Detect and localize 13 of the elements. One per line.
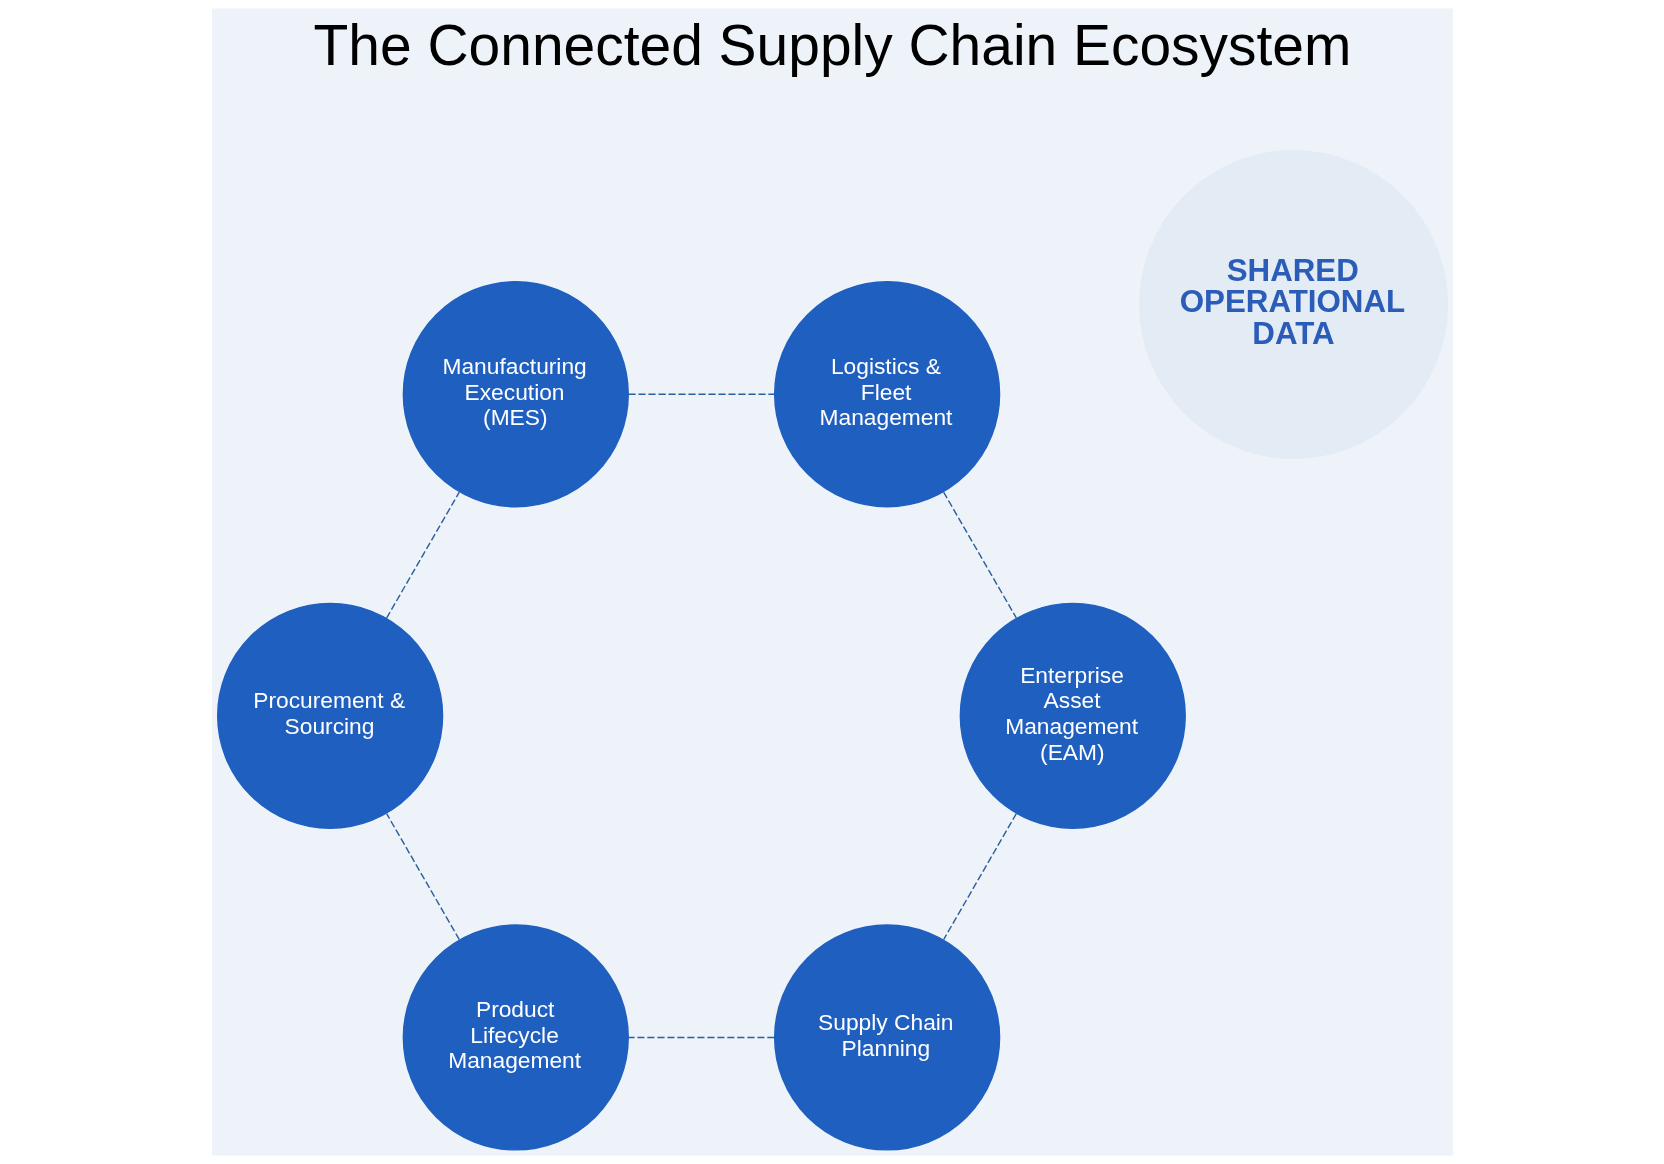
diagram-title: The Connected Supply Chain Ecosystem (313, 13, 1351, 78)
connector (942, 491, 1017, 619)
node-circle: Supply Chain Planning (773, 924, 1000, 1151)
connector (942, 812, 1017, 941)
connector (627, 393, 775, 395)
connector (385, 491, 460, 619)
node-circle: Procurement & Sourcing (216, 602, 443, 829)
connector (627, 1036, 775, 1039)
node-circle: Logistics & Fleet Management (773, 281, 1000, 508)
connector (385, 813, 460, 941)
node-circle: Product Lifecycle Management (402, 924, 629, 1151)
node-circle: Enterprise Asset Management (EAM) (959, 602, 1186, 829)
node-circle: Manufacturing Execution (MES) (402, 281, 629, 508)
